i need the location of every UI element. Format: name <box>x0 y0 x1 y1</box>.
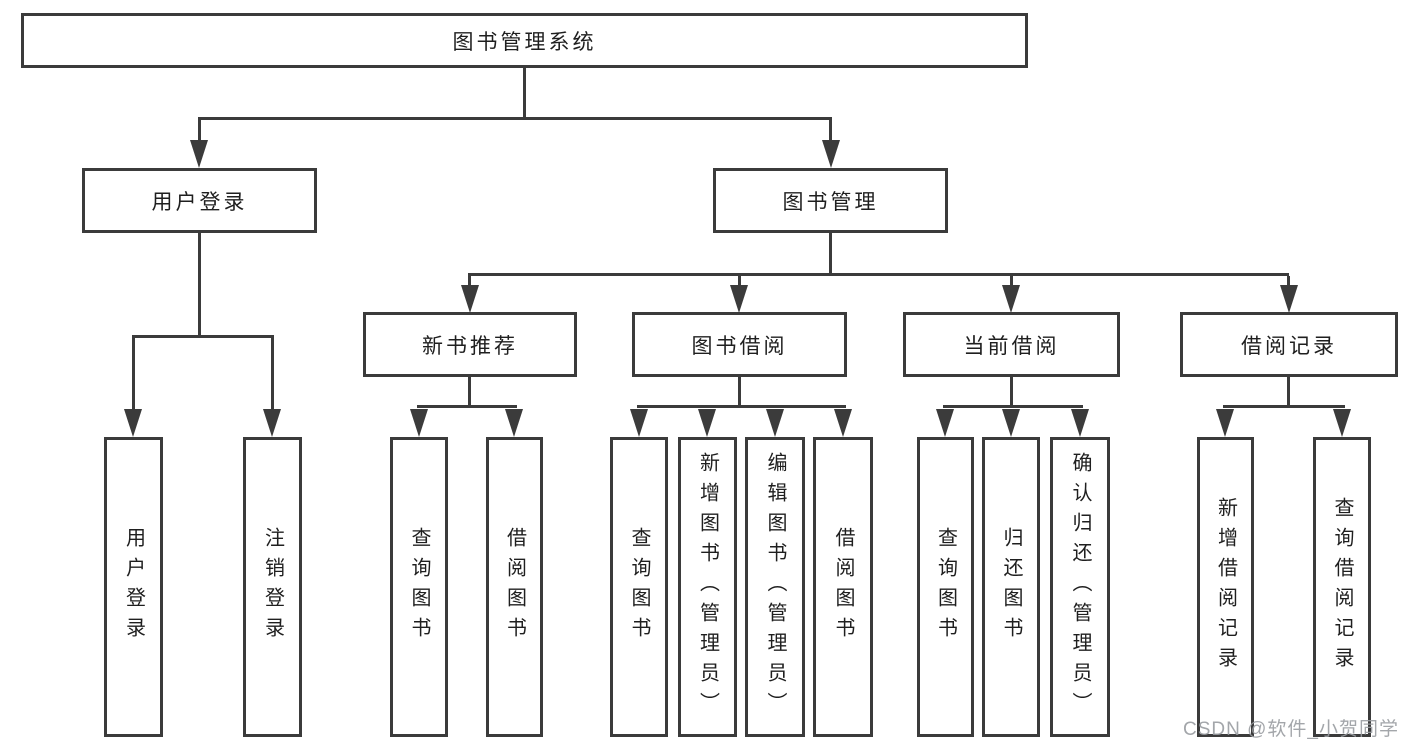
arrowhead-to-current-return <box>1002 409 1020 437</box>
connector-arrow-shaft <box>132 338 135 413</box>
leaf-newbooks-borrow: 借阅图书 <box>486 437 543 737</box>
connector-currentborrow-bar <box>943 405 1083 408</box>
leaf-current-query-label: 查询图书 <box>934 527 957 647</box>
leaf-newbooks-borrow-label: 借阅图书 <box>503 527 526 647</box>
arrowhead-to-newbooks-borrow <box>505 409 523 437</box>
csdn-watermark: CSDN @软件_小贺同学 <box>1183 719 1399 740</box>
connector-arrow-shaft <box>829 120 832 144</box>
connector-newbook-stem <box>468 377 471 408</box>
node-root-label: 图书管理系统 <box>452 30 597 54</box>
leaf-logout-label: 注销登录 <box>261 527 284 647</box>
connector-userlogin-stem <box>198 233 201 336</box>
arrowhead-to-current-query <box>936 409 954 437</box>
leaf-borrow-edit-admin: 编辑图书（管理员） <box>745 437 805 737</box>
node-root-system: 图书管理系统 <box>21 13 1028 68</box>
connector-root-stem <box>523 68 526 117</box>
leaf-record-add-label: 新增借阅记录 <box>1214 497 1237 677</box>
connector-userlogin-bar <box>132 335 274 338</box>
leaf-newbooks-query: 查询图书 <box>390 437 448 737</box>
node-borrow-record-label: 借阅记录 <box>1241 334 1337 358</box>
arrowhead-to-user-login <box>190 140 208 168</box>
arrowhead-to-borrow-add <box>698 409 716 437</box>
node-book-management-label: 图书管理 <box>782 190 879 214</box>
arrowhead-to-current-confirm <box>1071 409 1089 437</box>
arrowhead-to-current-borrow <box>1002 285 1020 313</box>
node-current-borrow: 当前借阅 <box>903 312 1120 377</box>
connector-currentborrow-stem <box>1010 377 1013 408</box>
leaf-record-add: 新增借阅记录 <box>1197 437 1254 737</box>
connector-newbook-bar <box>417 405 517 408</box>
arrowhead-to-leaf-user-login <box>124 409 142 437</box>
leaf-borrow-query: 查询图书 <box>610 437 668 737</box>
arrowhead-to-borrow-query <box>630 409 648 437</box>
leaf-borrow-book: 借阅图书 <box>813 437 873 737</box>
leaf-logout: 注销登录 <box>243 437 302 737</box>
node-book-management: 图书管理 <box>713 168 948 233</box>
leaf-current-return: 归还图书 <box>982 437 1040 737</box>
connector-record-bar <box>1223 405 1345 408</box>
arrowhead-to-record-query <box>1333 409 1351 437</box>
arrowhead-to-book-management <box>822 140 840 168</box>
connector-bookborrow-stem <box>738 377 741 408</box>
arrowhead-to-newbooks-query <box>410 409 428 437</box>
arrowhead-to-new-book-recommend <box>461 285 479 313</box>
node-user-login: 用户登录 <box>82 168 317 233</box>
connector-record-stem <box>1287 377 1290 408</box>
connector-bookmgmt-bar <box>468 273 1289 276</box>
arrowhead-to-record-add <box>1216 409 1234 437</box>
leaf-record-query-label: 查询借阅记录 <box>1331 497 1353 677</box>
leaf-current-return-label: 归还图书 <box>1000 527 1022 647</box>
leaf-user-login: 用户登录 <box>104 437 163 737</box>
leaf-record-query: 查询借阅记录 <box>1313 437 1371 737</box>
connector-root-bar <box>198 117 832 120</box>
arrowhead-to-book-borrow <box>730 285 748 313</box>
leaf-borrow-book-label: 借阅图书 <box>832 527 854 647</box>
leaf-borrow-edit-admin-label: 编辑图书（管理员） <box>764 452 786 722</box>
leaf-newbooks-query-label: 查询图书 <box>408 527 430 647</box>
leaf-current-confirm-admin: 确认归还（管理员） <box>1050 437 1110 737</box>
node-new-book-recommend-label: 新书推荐 <box>422 334 518 358</box>
node-current-borrow-label: 当前借阅 <box>963 334 1060 358</box>
connector-arrow-shaft <box>468 276 471 287</box>
arrowhead-to-borrow-book <box>834 409 852 437</box>
arrowhead-to-borrow-edit <box>766 409 784 437</box>
node-new-book-recommend: 新书推荐 <box>363 312 577 377</box>
leaf-borrow-add-admin: 新增图书（管理员） <box>678 437 737 737</box>
node-book-borrow: 图书借阅 <box>632 312 847 377</box>
node-borrow-record: 借阅记录 <box>1180 312 1398 377</box>
leaf-current-query: 查询图书 <box>917 437 974 737</box>
connector-arrow-shaft <box>1287 276 1290 287</box>
leaf-borrow-add-admin-label: 新增图书（管理员） <box>696 452 719 722</box>
connector-bookmgmt-stem <box>829 233 832 274</box>
leaf-current-confirm-admin-label: 确认归还（管理员） <box>1069 452 1091 722</box>
connector-arrow-shaft <box>271 338 274 413</box>
arrowhead-to-leaf-logout <box>263 409 281 437</box>
connector-arrow-shaft <box>198 120 201 144</box>
node-user-login-label: 用户登录 <box>151 190 248 214</box>
leaf-borrow-query-label: 查询图书 <box>628 527 650 647</box>
connector-bookborrow-bar <box>637 405 846 408</box>
arrowhead-to-borrow-record <box>1280 285 1298 313</box>
leaf-user-login-label: 用户登录 <box>122 527 145 647</box>
node-book-borrow-label: 图书借阅 <box>691 334 788 358</box>
connector-arrow-shaft <box>1010 276 1013 287</box>
connector-arrow-shaft <box>738 276 741 287</box>
